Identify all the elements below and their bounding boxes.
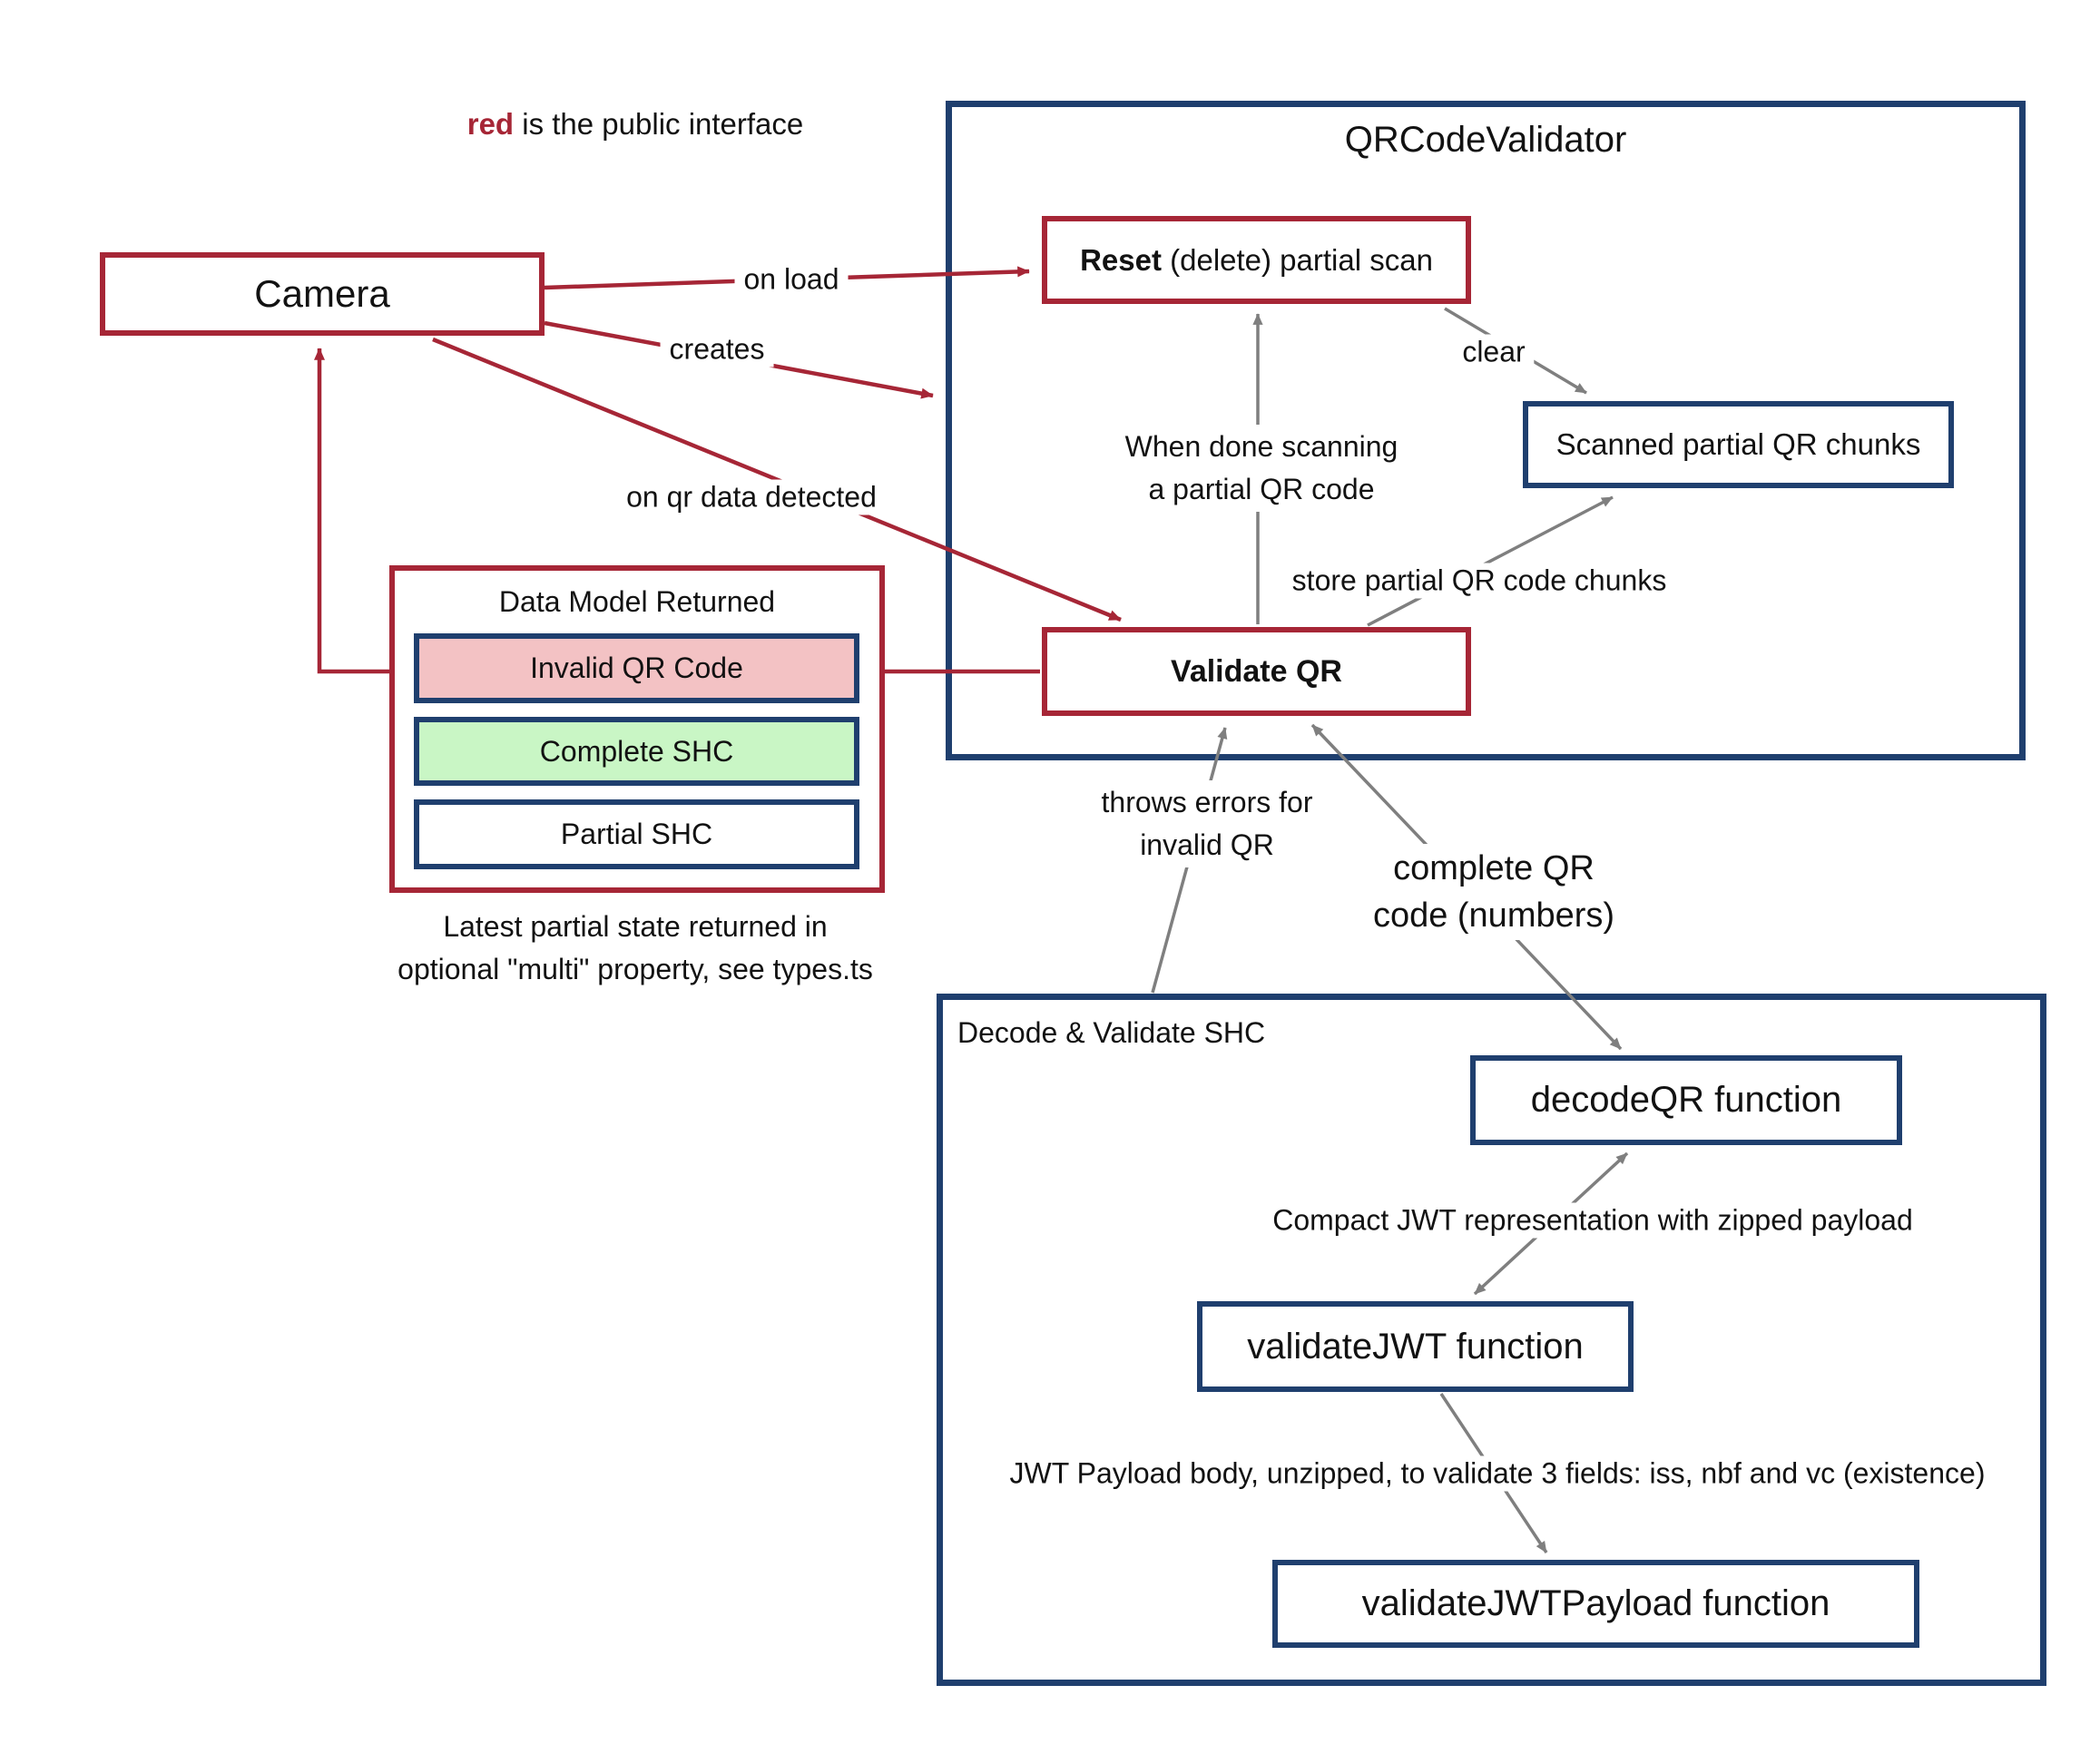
edge-label-when-done-line2: a partial QR code bbox=[1148, 473, 1375, 505]
data-model-container: Data Model Returned Invalid QR Code Comp… bbox=[389, 565, 885, 893]
edge-label-clear: clear bbox=[1453, 334, 1535, 370]
legend-rest: is the public interface bbox=[514, 107, 804, 141]
edge-label-complete-qr: complete QR code (numbers) bbox=[1363, 844, 1624, 940]
edge-label-on-load: on load bbox=[734, 261, 849, 298]
data-model-row-label: Complete SHC bbox=[539, 734, 734, 768]
decode-validate-title: Decode & Validate SHC bbox=[957, 1016, 1266, 1049]
edge-store-chunks bbox=[1367, 495, 1614, 627]
data-model-row-label: Partial SHC bbox=[560, 818, 713, 850]
validate-qr-node: Validate QR bbox=[1042, 627, 1471, 716]
data-model-caption: Latest partial state returned in optiona… bbox=[290, 906, 980, 991]
validate-qr-label: Validate QR bbox=[1171, 653, 1342, 689]
data-model-row-label: Invalid QR Code bbox=[530, 652, 743, 684]
edge-label-compact-jwt: Compact JWT representation with zipped p… bbox=[1263, 1202, 1922, 1239]
edge-label-throws-line1: throws errors for bbox=[1101, 786, 1313, 818]
reset-node: Reset (delete) partial scan bbox=[1042, 216, 1471, 304]
edge-label-throws: throws errors for invalid QR bbox=[1092, 780, 1322, 867]
legend: red is the public interface bbox=[457, 106, 813, 142]
camera-label: Camera bbox=[254, 272, 390, 315]
data-model-title: Data Model Returned bbox=[498, 585, 776, 618]
edge-label-when-done: When done scanning a partial QR code bbox=[1115, 425, 1408, 512]
reset-label: Reset (delete) partial scan bbox=[1080, 242, 1433, 277]
edge-label-on-qr-data-detected: on qr data detected bbox=[617, 479, 886, 515]
edge-label-complete-qr-line2: code (numbers) bbox=[1372, 896, 1615, 935]
edge-label-throws-line2: invalid QR bbox=[1140, 828, 1274, 861]
caption-line-2: optional "multi" property, see types.ts bbox=[397, 953, 873, 985]
data-model-row-invalid: Invalid QR Code bbox=[414, 633, 859, 703]
edge-label-jwt-payload: JWT Payload body, unzipped, to validate … bbox=[1000, 1455, 1995, 1492]
edge-label-when-done-line1: When done scanning bbox=[1124, 430, 1398, 463]
caption-line-1: Latest partial state returned in bbox=[443, 910, 828, 943]
scanned-chunks-node: Scanned partial QR chunks bbox=[1523, 401, 1954, 488]
validate-jwt-node: validateJWT function bbox=[1197, 1301, 1634, 1392]
edge-label-creates: creates bbox=[660, 331, 774, 367]
decode-qr-node: decodeQR function bbox=[1470, 1055, 1902, 1145]
legend-red-word: red bbox=[466, 107, 515, 141]
edge-return-to-camera bbox=[314, 348, 389, 674]
validate-jwt-label: validateJWT function bbox=[1247, 1326, 1584, 1367]
data-model-row-partial: Partial SHC bbox=[414, 799, 859, 869]
scanned-chunks-label: Scanned partial QR chunks bbox=[1555, 427, 1921, 461]
camera-node: Camera bbox=[100, 252, 545, 336]
data-model-row-complete: Complete SHC bbox=[414, 717, 859, 786]
edge-label-store-chunks: store partial QR code chunks bbox=[1282, 563, 1676, 599]
validate-jwt-payload-label: validateJWTPayload function bbox=[1361, 1583, 1830, 1623]
validate-jwt-payload-node: validateJWTPayload function bbox=[1272, 1560, 1919, 1648]
decode-qr-label: decodeQR function bbox=[1530, 1080, 1842, 1120]
qr-code-validator-title: QRCodeValidator bbox=[1344, 120, 1627, 160]
edge-label-complete-qr-line1: complete QR bbox=[1393, 849, 1595, 887]
